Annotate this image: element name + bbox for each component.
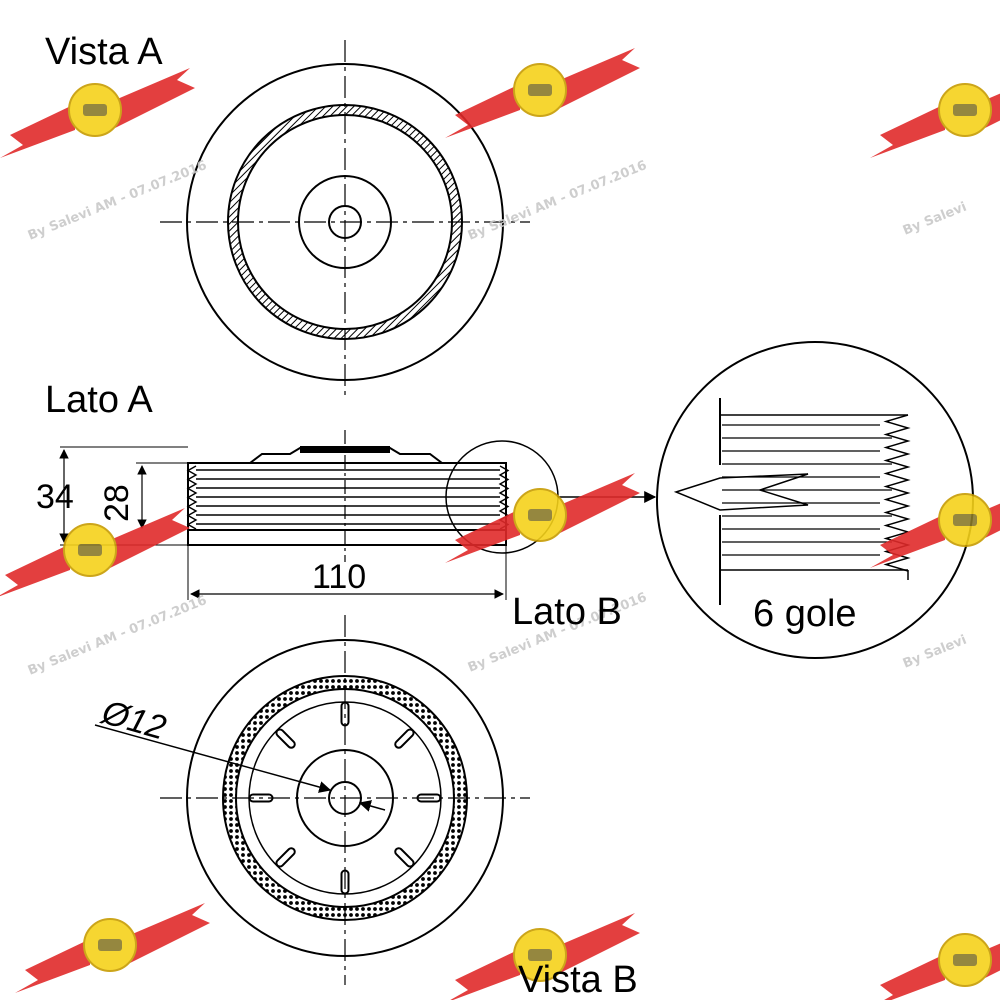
side-view-drawing xyxy=(59,430,657,600)
logo-car xyxy=(83,104,107,116)
dim-width-label: 110 xyxy=(312,558,366,596)
logo-wing-right xyxy=(560,473,640,533)
dim-inner-height-label: 28 xyxy=(98,484,136,522)
logo-wing-left xyxy=(880,954,945,1000)
watermark-text-4: By Salevi AM - 07.07.2016 xyxy=(26,593,209,679)
view-a-drawing xyxy=(160,40,530,400)
dim-outer-height-label: 34 xyxy=(36,478,74,516)
dim-bore-label: Ø12 xyxy=(97,693,170,748)
watermark-text-2: By Salevi AM - 07.07.2016 xyxy=(466,158,649,244)
view-b-drawing xyxy=(94,615,530,985)
logo-car xyxy=(953,514,977,526)
autokit-logo xyxy=(880,933,1000,1000)
autokit-logo xyxy=(445,48,640,138)
logo-wing-left xyxy=(870,104,945,158)
logo-car xyxy=(528,84,552,96)
view-a-label: Vista A xyxy=(45,31,163,73)
logo-wing-left xyxy=(445,84,520,138)
logo-wing-right xyxy=(560,913,640,973)
watermark-text-1: By Salevi AM - 07.07.2016 xyxy=(26,158,209,244)
side-b-label: Lato B xyxy=(512,591,622,633)
autokit-logo xyxy=(445,473,640,563)
autokit-logo xyxy=(0,508,190,597)
mount-slot xyxy=(396,730,413,747)
watermark-text-6: By Salevi xyxy=(901,633,969,672)
logo-wing-left xyxy=(0,544,70,597)
autokit-logo xyxy=(0,68,195,158)
logo-wing-left xyxy=(0,104,75,158)
logo-wing-left xyxy=(450,949,520,1000)
logo-car xyxy=(953,104,977,116)
logo-car xyxy=(528,949,552,961)
autokit-logo xyxy=(870,493,1000,568)
logo-wing-left xyxy=(870,514,945,568)
autokit-logo xyxy=(15,903,210,993)
groove-detail-drawing xyxy=(656,341,974,659)
logo-wing-left xyxy=(15,939,90,993)
side-a-label: Lato A xyxy=(45,379,153,421)
autokit-logo xyxy=(450,913,640,1000)
mount-slot xyxy=(396,849,413,866)
grooves-label: 6 gole xyxy=(753,593,857,635)
logo-car xyxy=(98,939,122,951)
logo-car xyxy=(953,954,977,966)
logo-wing-left xyxy=(445,509,520,563)
logo-wing-right xyxy=(110,508,190,568)
mount-slot xyxy=(277,849,294,866)
logo-car xyxy=(528,509,552,521)
logo-wing-right xyxy=(115,68,195,128)
logo-wing-right xyxy=(560,48,640,108)
autokit-logo xyxy=(870,83,1000,158)
logo-car xyxy=(78,544,102,556)
view-b-label: Vista B xyxy=(518,959,638,1000)
logo-wing-right xyxy=(130,903,210,963)
watermark-text-3: By Salevi xyxy=(901,200,969,239)
mount-slot xyxy=(277,730,294,747)
side-groove-edge-left xyxy=(186,465,198,530)
